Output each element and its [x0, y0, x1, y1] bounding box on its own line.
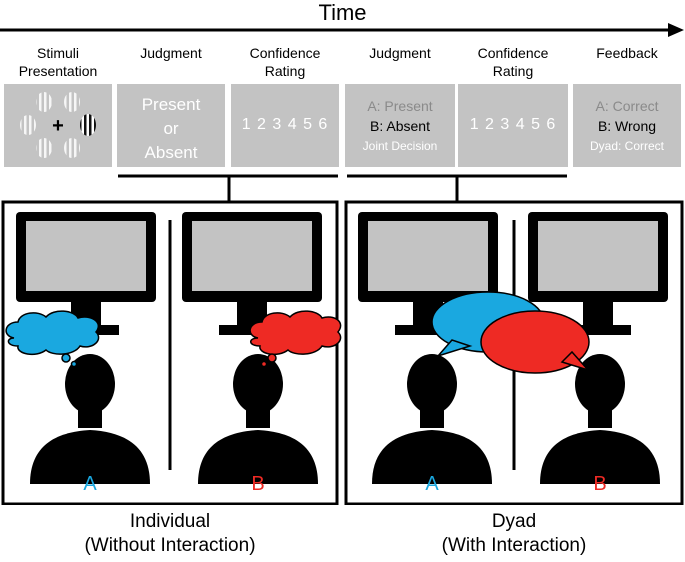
- thought-cloud-b-icon: [249, 310, 342, 368]
- dyad-bracket: [347, 174, 567, 202]
- dyad-caption: Dyad (With Interaction): [441, 511, 587, 556]
- participant-label-b-dyad: B: [593, 473, 607, 495]
- stage-label-dyad-judgment: Judgment: [369, 45, 431, 61]
- judgment-panel: Present or Absent: [117, 84, 225, 167]
- confidence-scale: 1 2 3 4 5 6: [241, 116, 329, 133]
- dyad-judgment-b: B: Absent: [370, 118, 430, 134]
- feedback-panel: A: Correct B: Wrong Dyad: Correct: [573, 84, 681, 167]
- speech-bubble-b-icon: [480, 310, 591, 374]
- participant-label-a-individual: A: [83, 473, 97, 495]
- dyad-confidence-scale: 1 2 3 4 5 6: [469, 116, 557, 133]
- dyad-judgment-a: A: Present: [367, 98, 433, 114]
- dyad-judgment-panel: A: Present B: Absent Joint Decision: [345, 84, 455, 167]
- participant-label-a-dyad: A: [425, 473, 439, 495]
- fixation-cross: +: [52, 115, 64, 137]
- stage-label-feedback: Feedback: [596, 45, 658, 61]
- stimulus-panel: +: [4, 84, 112, 167]
- participant-label-b-individual: B: [251, 473, 265, 495]
- feedback-a: A: Correct: [595, 98, 659, 114]
- gabor-stimulus-icon: +: [20, 92, 96, 158]
- judgment-or: or: [163, 119, 179, 138]
- feedback-b: B: Wrong: [597, 118, 657, 134]
- confidence-panel: 1 2 3 4 5 6: [231, 84, 339, 167]
- gabor-patches: [20, 92, 96, 158]
- thought-cloud-a-icon: [5, 310, 100, 368]
- feedback-dyad: Dyad: Correct: [589, 139, 665, 153]
- timeline-arrow: [0, 23, 684, 37]
- judgment-option-absent: Absent: [144, 143, 198, 162]
- timeline-title: Time: [318, 0, 367, 25]
- individual-caption: Individual (Without Interaction): [84, 511, 256, 556]
- joint-decision-label: Joint Decision: [362, 139, 438, 153]
- dyad-confidence-panel: 1 2 3 4 5 6: [458, 84, 568, 167]
- individual-bracket: [118, 174, 338, 202]
- stage-label-judgment: Judgment: [140, 45, 202, 61]
- conditions-diagram: [1, 174, 684, 505]
- judgment-option-present: Present: [141, 95, 201, 114]
